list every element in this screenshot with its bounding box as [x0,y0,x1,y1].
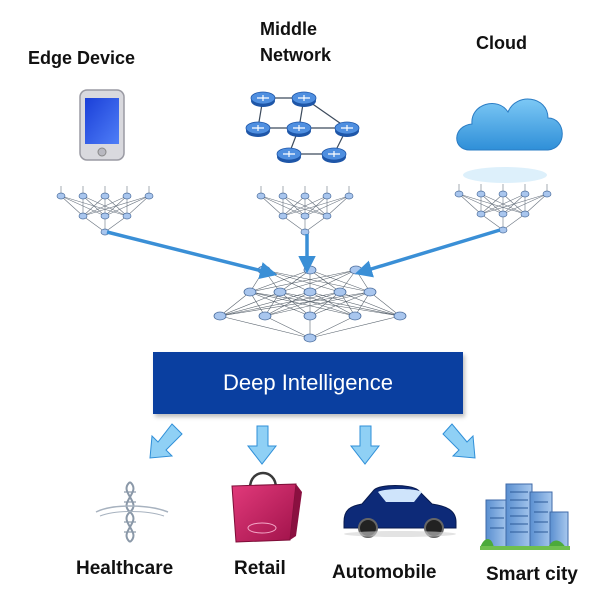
network-node [454,190,464,198]
network-node [273,287,287,297]
network-node [498,210,508,218]
automobile-label: Automobile [332,562,437,583]
router-network-icon [245,91,360,163]
network-node [213,311,227,321]
network-node [476,210,486,218]
network-node [256,192,266,200]
network-node [498,226,508,234]
network-node [333,287,347,297]
network-node [278,192,288,200]
network-node [243,287,257,297]
network-node [144,192,154,200]
middle-network-label-line2: Network [260,45,332,65]
network-node [78,192,88,200]
network-node [122,192,132,200]
deep-intelligence-label: Deep Intelligence [222,370,393,395]
healthcare-label: Healthcare [76,558,174,579]
network-node [303,287,317,297]
network-node [303,333,317,343]
network-node [520,190,530,198]
network-node [520,210,530,218]
central-neural-network [213,265,407,343]
middle-neural-network [256,186,354,236]
network-node [348,311,362,321]
network-node [122,212,132,220]
arrow-to-healthcare [149,423,183,459]
edge-neural-network [56,186,154,236]
city-buildings-icon [480,483,570,550]
network-node [476,190,486,198]
dna-icon [95,481,169,543]
shopping-bag-icon [231,471,302,543]
network-node [100,212,110,220]
cloud-label: Cloud [476,33,527,53]
network-node [363,287,377,297]
network-node [300,212,310,220]
arrow-edge-to-center [106,230,278,280]
network-node [100,192,110,200]
network-node [78,212,88,220]
arrow-to-retail [246,425,278,465]
network-node [56,192,66,200]
network-node [278,212,288,220]
arrow-to-smart-city [442,423,476,459]
retail-label: Retail [234,558,286,579]
network-node [322,192,332,200]
smart-city-label: Smart city [486,564,578,585]
network-node [393,311,407,321]
edge-device-label: Edge Device [28,48,136,68]
middle-network-label-line1: Middle [260,19,317,39]
network-node [322,212,332,220]
cloud-neural-network [454,184,552,234]
network-node [300,192,310,200]
arrow-to-automobile [349,425,381,465]
network-node [258,311,272,321]
network-node [498,190,508,198]
smartphone-icon [79,89,125,161]
car-icon [343,485,457,538]
cloud-icon [456,98,563,183]
network-node [542,190,552,198]
network-node [303,311,317,321]
network-node [300,228,310,236]
network-node [344,192,354,200]
arrow-cloud-to-center [354,228,501,278]
deep-intelligence-banner: Deep Intelligence [153,352,463,414]
